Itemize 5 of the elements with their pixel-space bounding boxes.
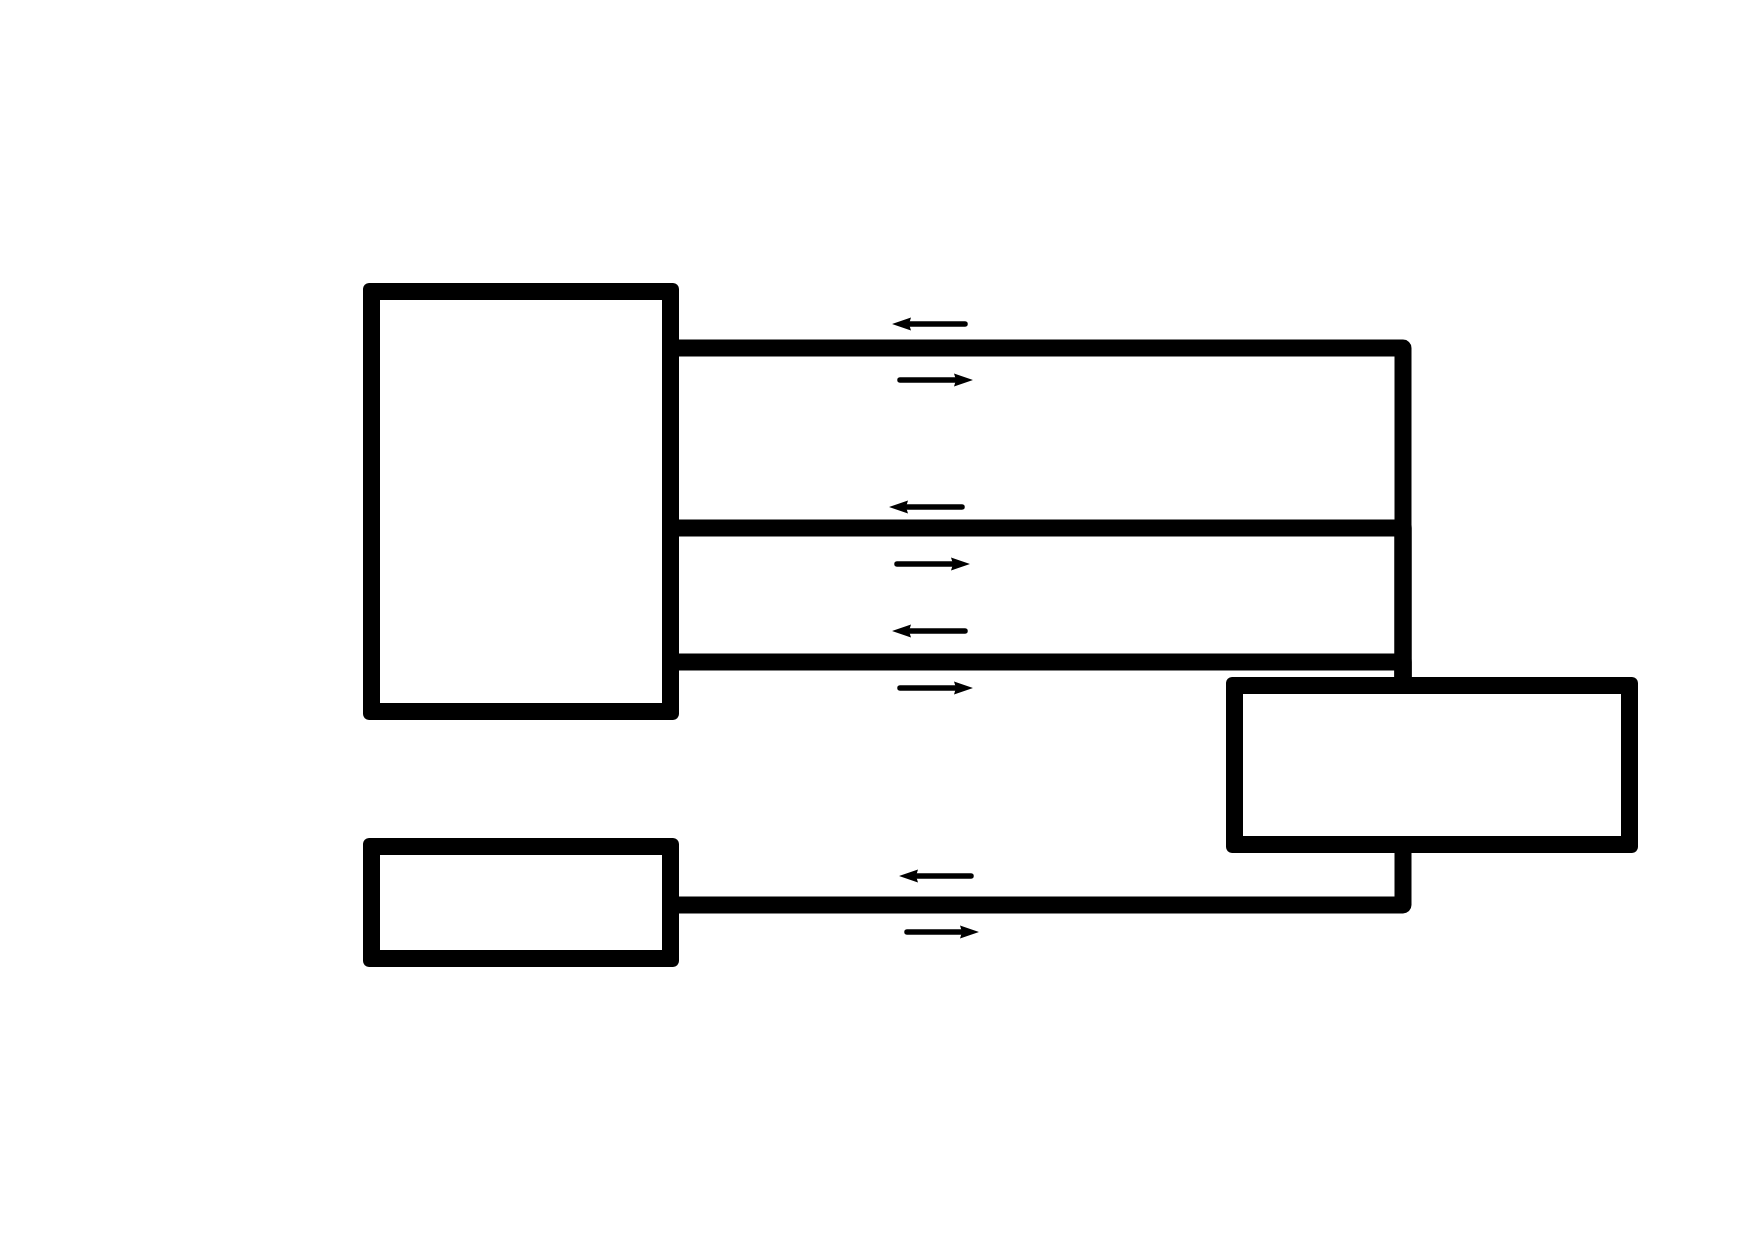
block [1226,677,1638,853]
connector-line [679,853,1412,914]
block [363,283,679,720]
connector-line [679,653,1412,677]
block [363,838,679,967]
